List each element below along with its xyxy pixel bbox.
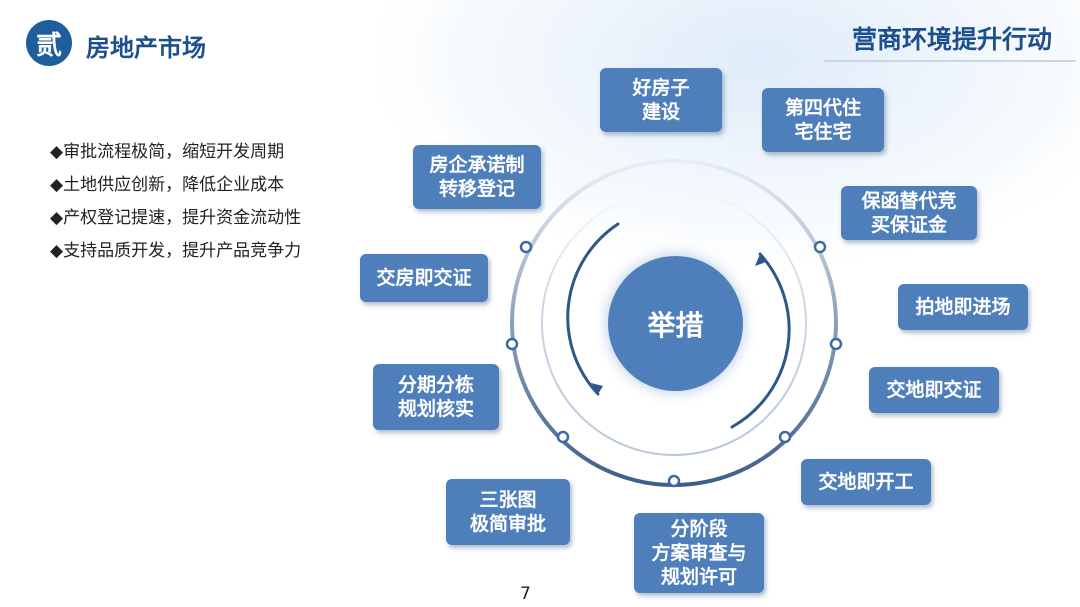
ring-dot [505, 337, 519, 351]
ring-dot [778, 430, 792, 444]
ring-dot [667, 474, 681, 488]
node-guarantee-deposit: 保函替代竞买保证金 [841, 186, 977, 240]
node-land-certificate: 交地即交证 [869, 367, 999, 413]
node-land-construction: 交地即开工 [801, 459, 931, 505]
section-title: 房地产市场 [86, 34, 206, 62]
node-fourth-gen-housing: 第四代住宅住宅 [762, 88, 884, 152]
center-disc: 举措 [608, 256, 743, 391]
node-phased-review: 分阶段方案审查与规划许可 [634, 513, 764, 593]
inner-arc-right [730, 252, 791, 429]
bullet-item: ◆土地供应创新，降低企业成本 [50, 175, 285, 195]
ring-dot [556, 430, 570, 444]
bullet-item: ◆支持品质开发，提升产品竞争力 [50, 241, 302, 261]
inner-arc-left [566, 222, 620, 396]
middle-ring [541, 190, 807, 456]
arrowhead-left [591, 383, 603, 394]
ring-dot [519, 240, 533, 254]
node-land-entry: 拍地即进场 [898, 284, 1028, 330]
ring-dot [813, 240, 827, 254]
section-number-badge: 贰 [26, 20, 72, 66]
node-phased-verification: 分期分栋规划核实 [373, 364, 499, 430]
arrowhead-right [755, 254, 766, 266]
bullet-item: ◆产权登记提速，提升资金流动性 [50, 208, 302, 228]
page-title: 营商环境提升行动 [851, 25, 1052, 54]
node-handover-certificate: 交房即交证 [360, 254, 488, 302]
bullet-item: ◆审批流程极简，缩短开发周期 [50, 142, 285, 162]
page-number: 7 [520, 584, 531, 604]
node-commitment-registration: 房企承诺制转移登记 [413, 145, 541, 209]
node-good-housing: 好房子建设 [600, 68, 722, 132]
title-underline [824, 60, 1076, 62]
ring-dot [829, 337, 843, 351]
bullet-list: ◆审批流程极简，缩短开发周期 ◆土地供应创新，降低企业成本 ◆产权登记提速，提升… [50, 136, 301, 268]
node-three-maps: 三张图极简审批 [446, 479, 570, 545]
